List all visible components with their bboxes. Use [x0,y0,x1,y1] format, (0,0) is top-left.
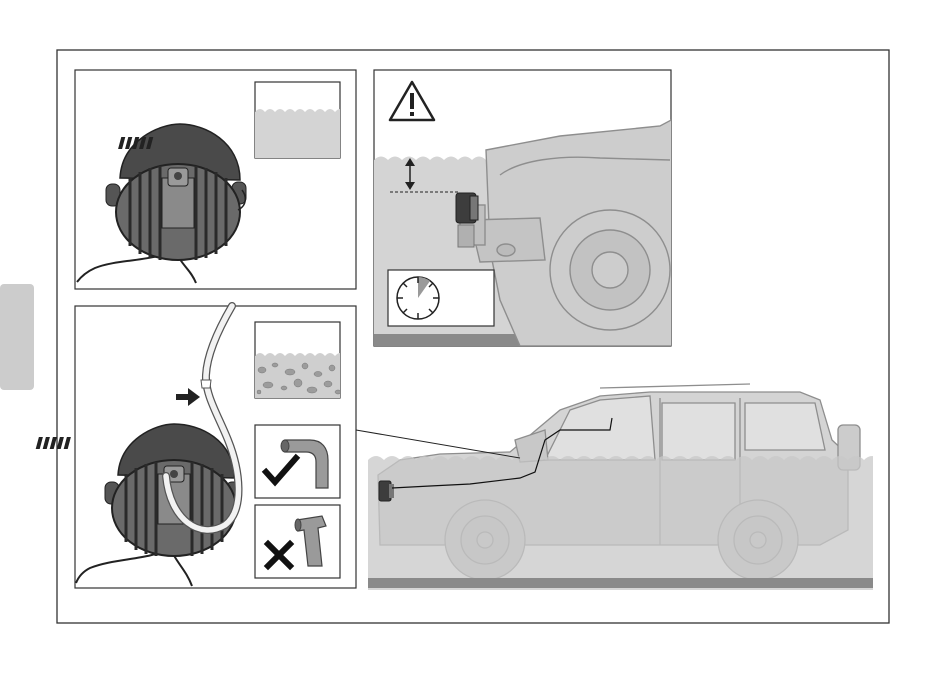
stopwatch-icon [397,277,439,319]
clear-water-inset [255,82,345,160]
side-tab [0,284,34,390]
panel-vehicle-overview [368,384,880,590]
timer-box [388,270,494,326]
auxiliary-lamp [106,124,246,260]
panel-vehicle-wading-detail [374,70,682,346]
overview-water [368,456,880,590]
overview-lamp [379,481,394,501]
auxiliary-lamp-hose [36,424,240,556]
muddy-water-inset [255,322,345,400]
correct-hose-end-box [255,425,340,498]
overview-ground [368,578,873,588]
panel-lamp-water-level [75,70,356,289]
panel-breather-hose [36,306,356,588]
wrong-hose-end-box [255,505,340,578]
